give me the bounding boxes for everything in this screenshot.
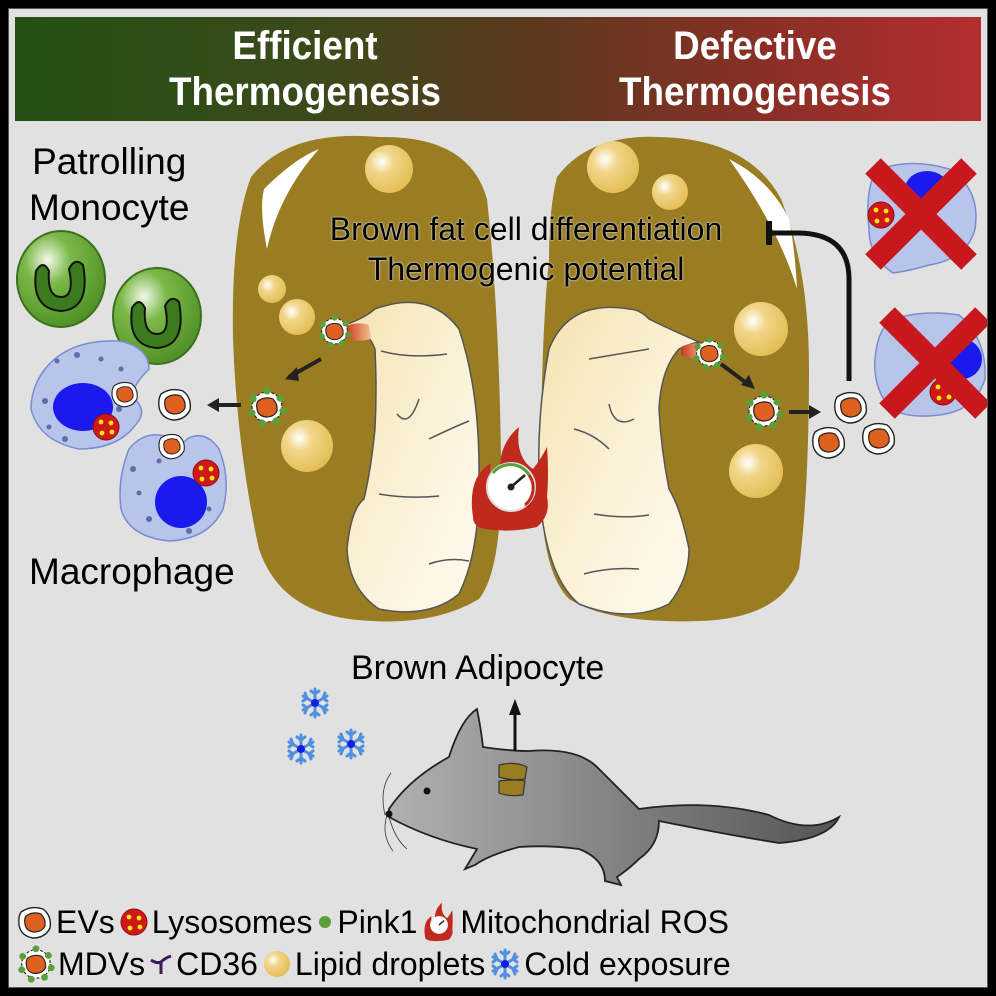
macrophage-label: Macrophage — [29, 551, 235, 592]
header-banner: Efficient Thermogenesis Defective Thermo… — [15, 17, 981, 121]
mouse — [382, 699, 842, 887]
mitochondrial-ros-gauge — [471, 427, 548, 531]
mitochondrion-right — [538, 306, 702, 615]
legend: EVs Lysosomes Pink1 Mitochondrial — [17, 901, 987, 985]
efficient-thermogenesis-title: Efficient Thermogenesis — [139, 23, 470, 115]
defective-title-line1: Defective — [673, 24, 837, 68]
abstract-panel: Efficient Thermogenesis Defective Thermo… — [8, 8, 988, 988]
macrophage-left-1 — [30, 340, 150, 450]
defective-thermogenesis-title: Defective Thermogenesis — [580, 23, 930, 115]
legend-item-mitochondrial-ros: Mitochondrial ROS — [421, 901, 729, 943]
ev-free — [812, 426, 846, 459]
macrophage-left-2 — [119, 433, 227, 542]
efficient-title-line1: Efficient — [232, 24, 378, 68]
inhibition-arrow — [769, 230, 852, 381]
legend-label: Lipid droplets — [294, 946, 486, 982]
legend-label: Lysosomes — [151, 904, 313, 940]
legend-row-2: MDVs CD36 Lipid droplets Cold exposure — [17, 943, 987, 985]
adipocyte-left — [207, 135, 502, 622]
effect-label: Brown fat cell differentiation Thermogen… — [241, 209, 811, 289]
brown-adipocyte-label: Brown Adipocyte — [351, 649, 605, 687]
lipid-droplet — [652, 174, 688, 210]
snowflake-icon — [337, 728, 365, 760]
ev-free — [862, 422, 896, 455]
lipid-droplet — [258, 275, 286, 303]
legend-item-lipid-droplets: Lipid droplets — [262, 943, 485, 985]
legend-label: CD36 — [176, 946, 258, 982]
legend-row-1: EVs Lysosomes Pink1 Mitochondrial — [17, 901, 987, 943]
lipid-droplet — [587, 141, 639, 193]
ev-free — [834, 391, 868, 424]
adipocyte-right — [538, 136, 821, 622]
lipid-droplet — [281, 420, 333, 472]
monocyte-label-line1: Patrolling — [32, 141, 187, 182]
macrophage-right-1-blocked — [868, 163, 976, 274]
defective-title-line2: Thermogenesis — [618, 70, 892, 114]
snowflake-icon — [301, 687, 329, 719]
effect-label-line2: Thermogenic potential — [367, 251, 685, 287]
efficient-title-line2: Thermogenesis — [168, 70, 442, 114]
legend-item-pink1: Pink1 — [316, 901, 417, 943]
ev-free — [158, 388, 192, 421]
legend-label: MDVs — [58, 946, 146, 982]
monocyte-label-line2: Monocyte — [29, 187, 190, 228]
patrolling-monocyte-label: Patrolling Monocyte — [29, 139, 189, 231]
patrolling-monocyte — [16, 230, 202, 365]
legend-item-evs: EVs — [17, 901, 115, 943]
lipid-droplet-icon — [263, 951, 290, 977]
pink1-icon — [319, 916, 332, 928]
legend-item-mdvs: MDVs — [17, 943, 145, 985]
lysosome-icon — [120, 908, 148, 936]
mdv-icon — [17, 945, 55, 983]
legend-item-cd36: CD36 — [149, 943, 258, 985]
snowflake-icon — [491, 948, 519, 980]
macrophage-right-2-blocked — [874, 313, 985, 416]
effect-label-line1: Brown fat cell differentiation — [329, 211, 723, 247]
snowflake-icon — [287, 733, 315, 765]
legend-item-lysosomes: Lysosomes — [119, 901, 313, 943]
legend-label: EVs — [56, 904, 115, 940]
cd36-icon — [150, 954, 172, 974]
legend-label: Pink1 — [337, 904, 418, 940]
lipid-droplet — [729, 444, 783, 498]
legend-label: Cold exposure — [524, 946, 731, 982]
mitochondrial-ros-icon — [424, 902, 454, 942]
lipid-droplet — [279, 299, 315, 335]
ev-icon — [18, 906, 52, 939]
lipid-droplet — [734, 302, 788, 356]
legend-label: Mitochondrial ROS — [460, 904, 729, 940]
illustration — [16, 135, 987, 887]
legend-item-cold-exposure: Cold exposure — [489, 943, 731, 985]
lipid-droplet — [365, 145, 413, 193]
